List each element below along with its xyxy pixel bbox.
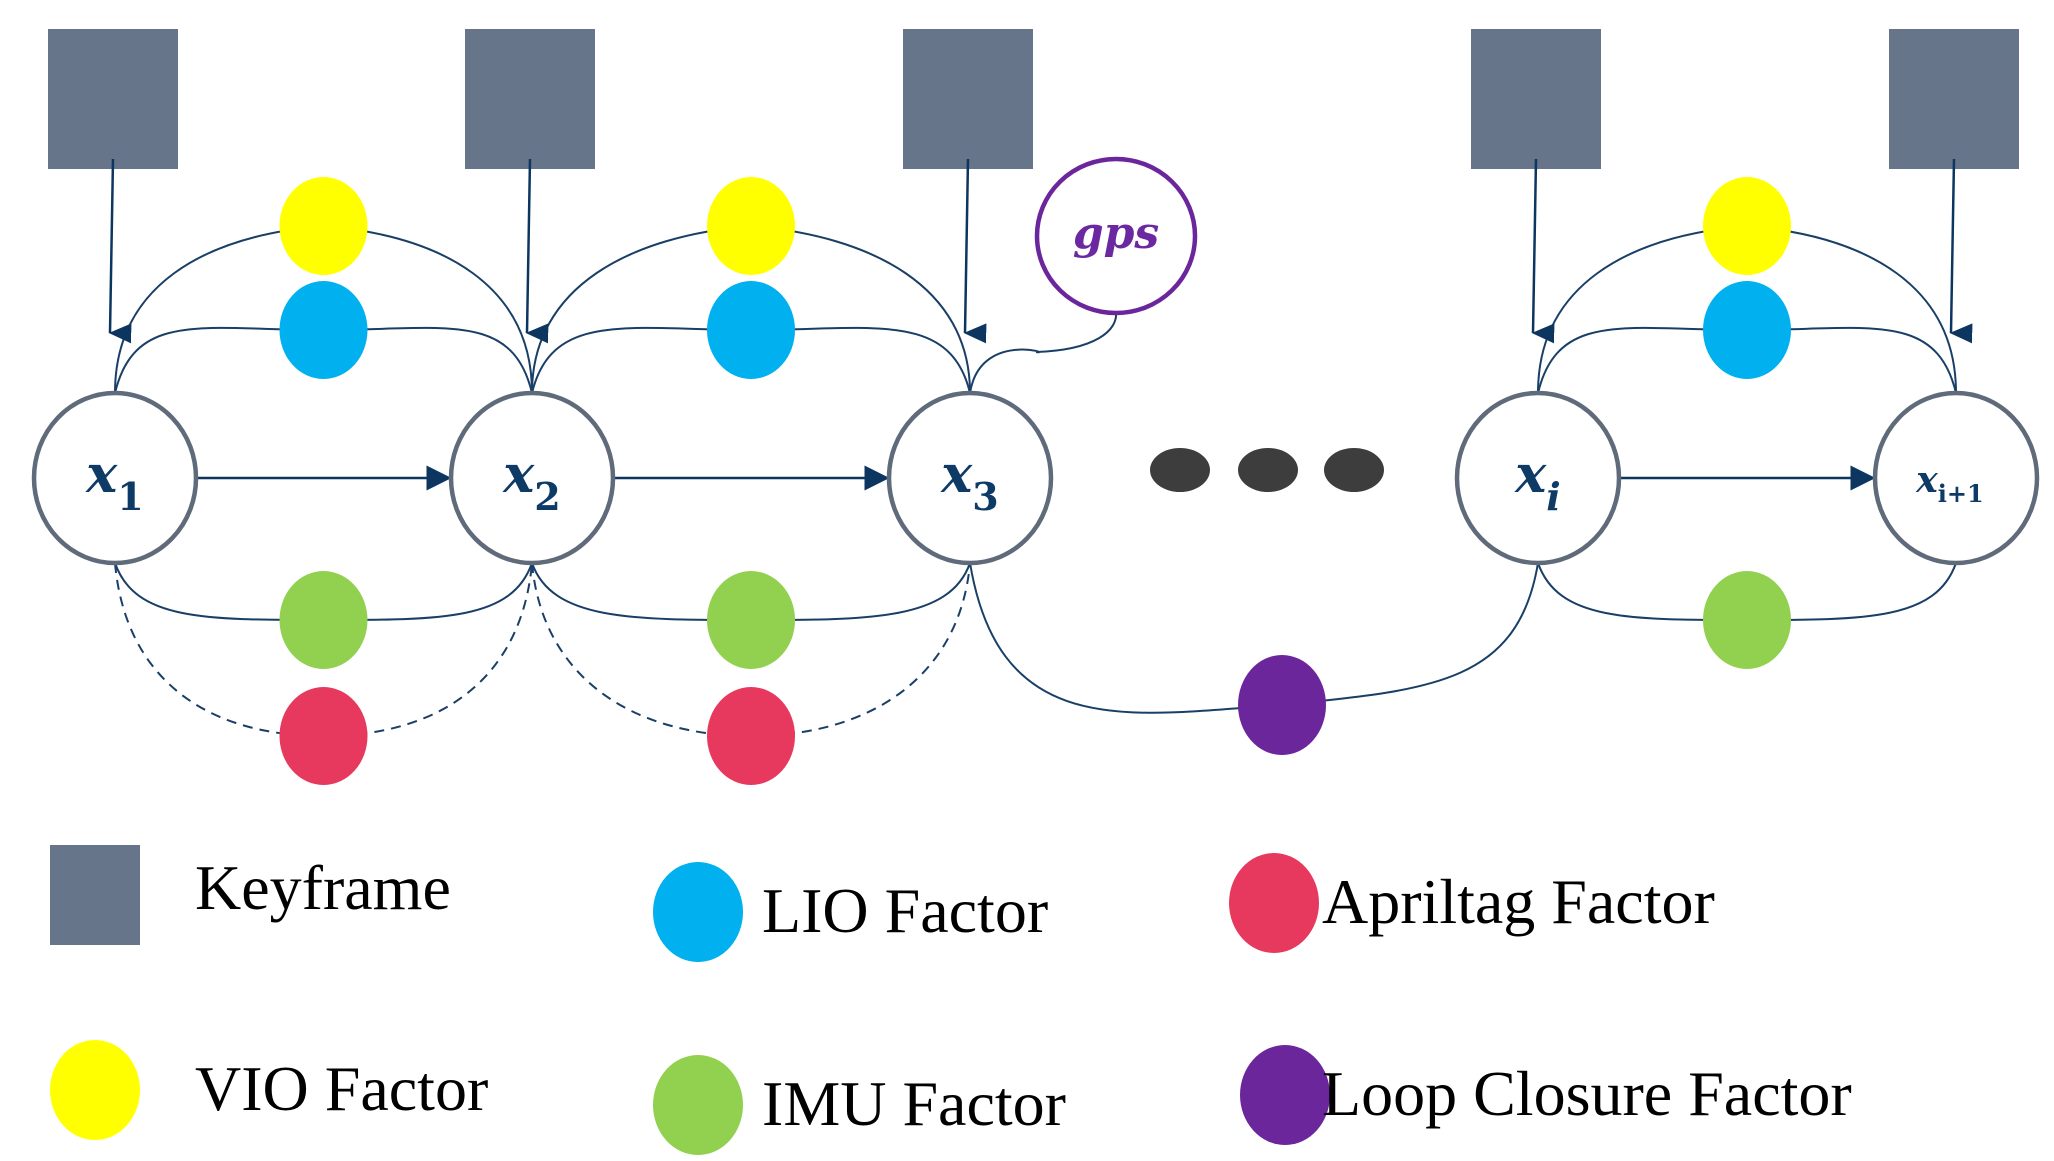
apriltag-edge <box>531 562 752 737</box>
keyframe-box <box>48 29 178 169</box>
keyframe-arrow <box>1949 158 1973 344</box>
vio-factor <box>707 177 795 275</box>
keyframes-layer <box>48 29 2019 344</box>
gps-edge <box>969 311 1118 394</box>
keyframe-box <box>1889 29 2019 169</box>
apriltag-edge <box>114 562 324 737</box>
lio-factor <box>279 281 368 379</box>
variable-node-xi <box>1454 390 1622 566</box>
variable-node-xi1 <box>1872 390 2040 566</box>
variable-node-x3 <box>886 390 1054 566</box>
apriltag-edge <box>750 562 971 737</box>
legend-swatch-vio <box>50 1040 140 1140</box>
loop-closure-edge <box>969 562 1283 714</box>
legend-swatch-imu <box>653 1055 743 1155</box>
variable-node-x1 <box>31 390 199 566</box>
imu-factor <box>707 571 795 669</box>
apriltag-factor <box>707 687 795 785</box>
legend-label-lio: LIO Factor <box>762 875 1048 946</box>
ellipsis-dot <box>1324 448 1384 492</box>
legend-label-keyframe: Keyframe <box>195 852 451 923</box>
legend-label-vio: VIO Factor <box>195 1053 488 1124</box>
keyframe-arrow <box>108 158 132 344</box>
keyframe-box <box>465 29 595 169</box>
apriltag-factor <box>279 687 368 785</box>
keyframe-arrow <box>1531 158 1555 344</box>
vio-edge <box>323 225 533 394</box>
keyframe-arrow <box>525 158 549 344</box>
legend-label-loop_closure: Loop Closure Factor <box>1322 1058 1852 1129</box>
ellipsis-dot <box>1150 448 1210 492</box>
variable-node-x2 <box>448 390 616 566</box>
imu-factor <box>1703 571 1791 669</box>
vio-edge <box>1537 225 1748 394</box>
variable-subscript: 1 <box>117 474 143 519</box>
imu-factor <box>279 571 368 669</box>
vio-edge <box>531 225 752 394</box>
vio-edge <box>750 225 971 394</box>
keyframe-box <box>1471 29 1601 169</box>
vio-factor <box>279 177 368 275</box>
variable-subscript: 2 <box>534 474 560 519</box>
legend-label-apriltag: Apriltag Factor <box>1322 866 1715 937</box>
legend-swatch-lio <box>653 862 743 962</box>
legend-label-imu: IMU Factor <box>762 1068 1066 1139</box>
ellipsis-dot <box>1238 448 1298 492</box>
variable-subscript: i <box>1546 474 1560 519</box>
vio-edge <box>114 225 324 394</box>
legend-swatch-apriltag <box>1229 853 1319 953</box>
legend-swatch-keyframe <box>50 845 140 945</box>
variable-subscript: 3 <box>972 474 998 519</box>
legend-swatch-loop_closure <box>1240 1045 1330 1145</box>
apriltag-edge <box>323 562 533 737</box>
variable-subscript: i+1 <box>1938 479 1984 508</box>
gps-node <box>1034 156 1198 316</box>
lio-factor <box>1703 281 1791 379</box>
keyframe-arrow <box>963 158 987 344</box>
lio-factor <box>707 281 795 379</box>
keyframe-box <box>903 29 1033 169</box>
vio-edge <box>1746 225 1957 394</box>
loop-closure-factor <box>1238 655 1326 755</box>
gps-label: gps <box>1073 208 1159 259</box>
loop-closure-edge <box>1281 562 1539 706</box>
factors-layer <box>279 177 1791 785</box>
vio-factor <box>1703 177 1791 275</box>
